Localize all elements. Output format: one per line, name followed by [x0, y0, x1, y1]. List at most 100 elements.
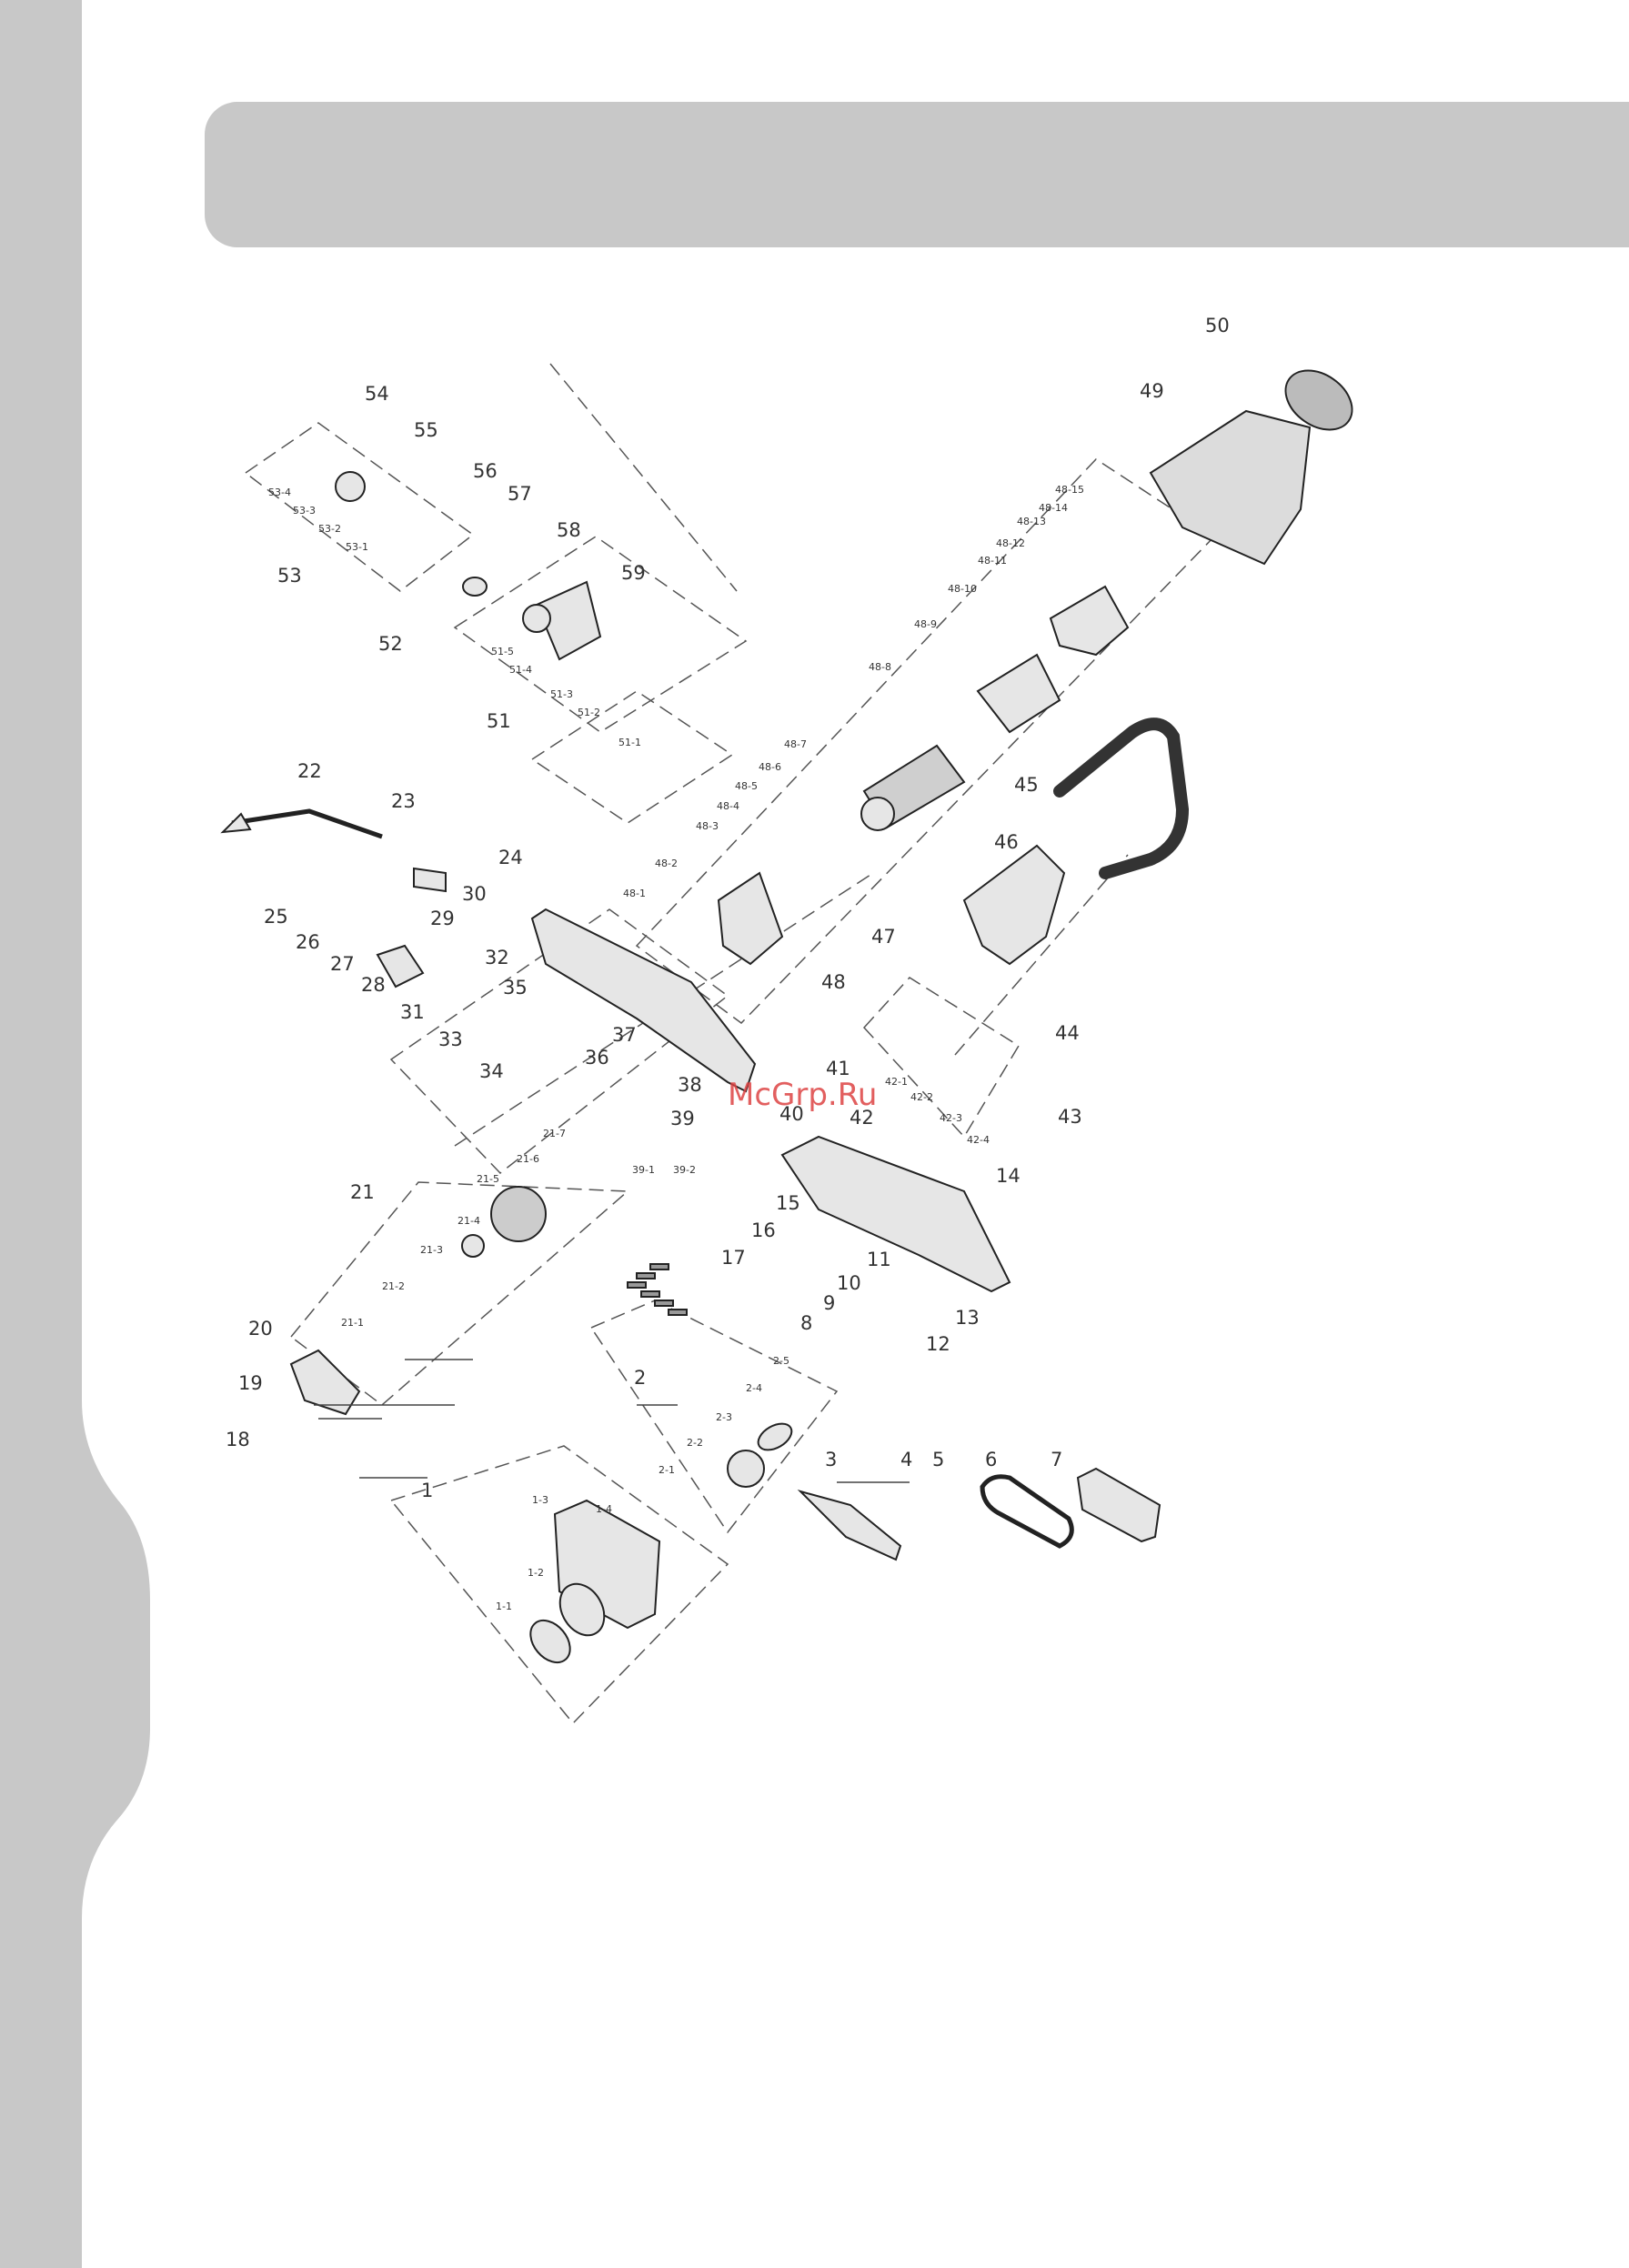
- label-57: 57: [508, 483, 532, 505]
- leader-lines: [314, 1359, 910, 1483]
- knob-53-3: [335, 471, 366, 502]
- label-48-14: 48-14: [1039, 502, 1068, 514]
- label-21-1: 21-1: [341, 1317, 364, 1329]
- label-51-1: 51-1: [618, 737, 641, 748]
- label-21-4: 21-4: [458, 1215, 480, 1227]
- housing-left-24: [530, 908, 757, 1093]
- label-21-6: 21-6: [517, 1153, 539, 1165]
- label-10: 10: [837, 1272, 861, 1294]
- label-39: 39: [670, 1108, 695, 1129]
- label-55: 55: [414, 419, 438, 441]
- label-43: 43: [1058, 1106, 1082, 1128]
- label-58: 58: [557, 519, 581, 541]
- label-28: 28: [361, 974, 386, 996]
- label-48-7: 48-7: [784, 738, 807, 750]
- bar-cover-7: [1076, 1467, 1161, 1543]
- label-48-8: 48-8: [869, 661, 891, 673]
- part-labels: 1 1-1 1-2 1-3 1-4 2 2-1 2-2 2-3 2-4 2-5 …: [226, 315, 1230, 1612]
- label-48-15: 48-15: [1055, 484, 1084, 496]
- label-1-4: 1-4: [596, 1503, 612, 1515]
- label-36: 36: [585, 1047, 609, 1069]
- guide-bar-3: [797, 1490, 902, 1561]
- label-51-4: 51-4: [509, 664, 532, 676]
- label-21-5: 21-5: [477, 1173, 499, 1185]
- label-51-5: 51-5: [491, 646, 514, 657]
- label-15: 15: [776, 1192, 800, 1214]
- motor-housing-49: [1149, 409, 1312, 566]
- left-side-bar: [0, 0, 150, 2268]
- watermark-text: McGrp.Ru: [728, 1077, 877, 1113]
- label-46: 46: [994, 831, 1019, 853]
- label-48-12: 48-12: [996, 537, 1025, 549]
- label-24: 24: [498, 847, 523, 868]
- label-31: 31: [400, 1001, 425, 1023]
- label-44: 44: [1055, 1022, 1080, 1044]
- screws-group: [627, 1263, 688, 1316]
- label-53-2: 53-2: [318, 523, 341, 535]
- label-22: 22: [297, 760, 322, 782]
- label-47: 47: [871, 926, 896, 948]
- label-21-2: 21-2: [382, 1280, 405, 1292]
- label-48-5: 48-5: [735, 780, 758, 792]
- label-9: 9: [823, 1292, 835, 1314]
- label-48-13: 48-13: [1017, 516, 1046, 527]
- label-21-3: 21-3: [420, 1244, 443, 1256]
- label-32: 32: [485, 947, 509, 968]
- label-42-2: 42-2: [910, 1091, 933, 1103]
- parts-artwork: [220, 369, 1353, 1664]
- gear-21-5: [490, 1186, 547, 1242]
- label-48-9: 48-9: [914, 618, 937, 630]
- label-2-3: 2-3: [716, 1411, 732, 1423]
- label-38: 38: [678, 1074, 702, 1096]
- label-37: 37: [612, 1024, 637, 1046]
- label-35: 35: [503, 977, 528, 999]
- label-52: 52: [378, 633, 403, 655]
- label-51-3: 51-3: [550, 688, 573, 700]
- label-42: 42: [850, 1107, 874, 1129]
- label-2-5: 2-5: [773, 1355, 789, 1367]
- label-19: 19: [238, 1372, 263, 1394]
- label-59: 59: [621, 562, 646, 584]
- label-51: 51: [487, 710, 511, 732]
- label-1-1: 1-1: [496, 1601, 512, 1612]
- sleeve-23: [413, 867, 447, 893]
- label-2: 2: [634, 1367, 646, 1389]
- label-7: 7: [1051, 1449, 1062, 1470]
- label-25: 25: [264, 906, 288, 928]
- power-cable-22: [231, 808, 383, 839]
- label-17: 17: [721, 1247, 746, 1269]
- label-3: 3: [825, 1449, 837, 1470]
- label-27: 27: [330, 953, 355, 975]
- label-45: 45: [1014, 774, 1039, 796]
- stator-48-9: [976, 653, 1061, 734]
- label-33: 33: [438, 1029, 463, 1050]
- label-30: 30: [462, 883, 487, 905]
- knob-1-2: [558, 1582, 606, 1637]
- bracket-48-10: [1049, 585, 1130, 657]
- plug-22: [220, 812, 252, 834]
- label-53-1: 53-1: [346, 541, 368, 553]
- label-4: 4: [900, 1449, 912, 1470]
- header-bar: [205, 102, 1629, 247]
- label-16: 16: [751, 1219, 776, 1241]
- housing-right-11: [780, 1135, 1011, 1293]
- label-48-1: 48-1: [623, 888, 646, 899]
- washer-2-4: [757, 1422, 793, 1451]
- label-48: 48: [821, 971, 846, 993]
- label-2-1: 2-1: [659, 1464, 675, 1476]
- label-51-2: 51-2: [578, 707, 600, 718]
- switch-28: [376, 944, 425, 988]
- label-54: 54: [365, 383, 389, 405]
- label-53-3: 53-3: [293, 505, 316, 517]
- label-12: 12: [926, 1333, 950, 1355]
- label-2-2: 2-2: [687, 1437, 703, 1449]
- label-13: 13: [955, 1307, 980, 1329]
- chain-6: [980, 1474, 1074, 1549]
- label-41: 41: [826, 1058, 850, 1079]
- fan-cover-50: [1284, 369, 1353, 431]
- clip-52: [462, 577, 488, 597]
- label-2-4: 2-4: [746, 1382, 762, 1394]
- label-56: 56: [473, 460, 498, 482]
- label-34: 34: [479, 1060, 504, 1082]
